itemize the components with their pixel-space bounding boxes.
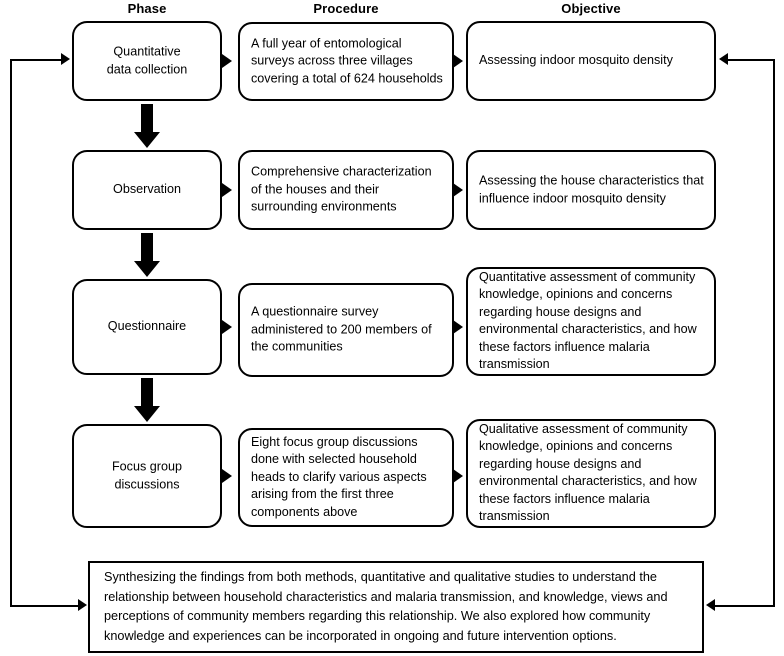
arrow-phase-to-procedure-1 xyxy=(222,54,232,68)
arrow-procedure-to-objective-2 xyxy=(453,183,463,197)
arrow-procedure-to-objective-3 xyxy=(453,320,463,334)
phase-box-3[interactable]: Questionnaire xyxy=(72,279,222,375)
procedure-box-4-text: Eight focus group discussions done with … xyxy=(251,434,427,519)
arrowhead-into-objective-box-1 xyxy=(719,53,728,65)
objective-box-4[interactable]: Qualitative assessment of community know… xyxy=(466,419,716,528)
arrow-phase-to-procedure-3 xyxy=(222,320,232,334)
procedure-box-3-text: A questionnaire survey administered to 2… xyxy=(251,304,432,354)
procedure-box-2[interactable]: Comprehensive characterization of the ho… xyxy=(238,150,454,230)
objective-box-1[interactable]: Assessing indoor mosquito density xyxy=(466,21,716,101)
procedure-box-2-text: Comprehensive characterization of the ho… xyxy=(251,164,432,214)
connector-left-top-segment xyxy=(10,59,63,61)
flow-arrow-down-1 xyxy=(134,104,160,148)
objective-box-1-text: Assessing indoor mosquito density xyxy=(479,53,673,68)
phase-box-4-label: Focus group discussions xyxy=(111,459,182,491)
phase-box-2[interactable]: Observation xyxy=(72,150,222,230)
arrowhead-into-phase-box-1 xyxy=(61,53,70,65)
connector-right-top-segment xyxy=(728,59,775,61)
objective-box-2-text: Assessing the house characteristics that… xyxy=(479,173,704,205)
connector-left-bottom-segment xyxy=(10,605,80,607)
procedure-box-1-text: A full year of entomological surveys acr… xyxy=(251,36,443,86)
flow-arrow-down-3 xyxy=(134,378,160,422)
phase-box-3-label: Questionnaire xyxy=(107,319,187,334)
column-header-procedure: Procedure xyxy=(313,1,379,16)
connector-right-bottom-segment xyxy=(715,605,775,607)
connector-right-vertical-rail xyxy=(773,59,775,607)
summary-box[interactable]: Synthesizing the findings from both meth… xyxy=(88,561,704,653)
arrowhead-into-summary-right xyxy=(706,599,715,611)
flow-arrow-down-2 xyxy=(134,233,160,277)
phase-box-1-label: Quantitative data collection xyxy=(106,44,188,76)
phase-box-1[interactable]: Quantitative data collection xyxy=(72,21,222,101)
connector-left-vertical-rail xyxy=(10,59,12,607)
summary-box-text: Synthesizing the findings from both meth… xyxy=(104,570,668,643)
phase-box-2-label: Observation xyxy=(113,182,181,197)
arrow-procedure-to-objective-1 xyxy=(453,54,463,68)
procedure-box-4[interactable]: Eight focus group discussions done with … xyxy=(238,428,454,527)
objective-box-3-text: Quantitative assessment of community kno… xyxy=(479,269,697,372)
objective-box-3[interactable]: Quantitative assessment of community kno… xyxy=(466,267,716,376)
procedure-box-1[interactable]: A full year of entomological surveys acr… xyxy=(238,22,454,101)
column-header-objective: Objective xyxy=(561,1,621,16)
column-header-phase: Phase xyxy=(127,1,167,16)
arrow-procedure-to-objective-4 xyxy=(453,469,463,483)
arrow-phase-to-procedure-4 xyxy=(222,469,232,483)
procedure-box-3[interactable]: A questionnaire survey administered to 2… xyxy=(238,283,454,377)
phase-box-4[interactable]: Focus group discussions xyxy=(72,424,222,528)
objective-box-2[interactable]: Assessing the house characteristics that… xyxy=(466,150,716,230)
arrowhead-into-summary-left xyxy=(78,599,87,611)
objective-box-4-text: Qualitative assessment of community know… xyxy=(479,421,697,524)
arrow-phase-to-procedure-2 xyxy=(222,183,232,197)
